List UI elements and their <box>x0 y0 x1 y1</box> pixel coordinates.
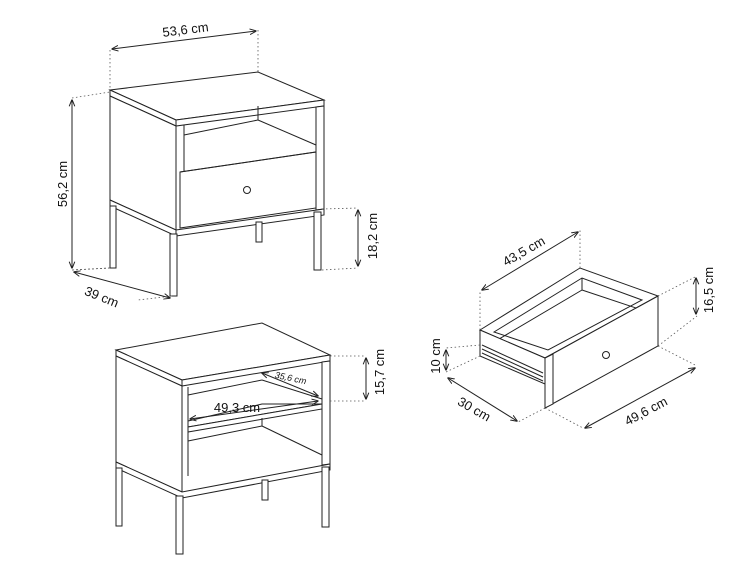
shelf-width-label: 49,3 cm <box>214 400 260 415</box>
drawer-depth-label: 30 cm <box>455 394 493 425</box>
shelf-depth-label: 35,6 cm <box>274 370 308 387</box>
drawer-height-label: 16,5 cm <box>701 267 716 313</box>
height-label: 56,2 cm <box>55 161 70 207</box>
drawer-front-width-label: 49,6 cm <box>622 394 670 429</box>
nightstand-with-shelf <box>114 322 332 555</box>
width-label: 53,6 cm <box>162 19 210 40</box>
drawer <box>478 267 660 409</box>
drawer-side-height-label: 10 cm <box>428 338 443 373</box>
depth-label: 39 cm <box>82 283 120 310</box>
leg-height-label: 18,2 cm <box>365 213 380 259</box>
drawer-width-label: 43,5 cm <box>500 233 548 269</box>
nightstand-with-drawer <box>108 71 326 297</box>
shelf-height-label: 15,7 cm <box>372 349 387 395</box>
